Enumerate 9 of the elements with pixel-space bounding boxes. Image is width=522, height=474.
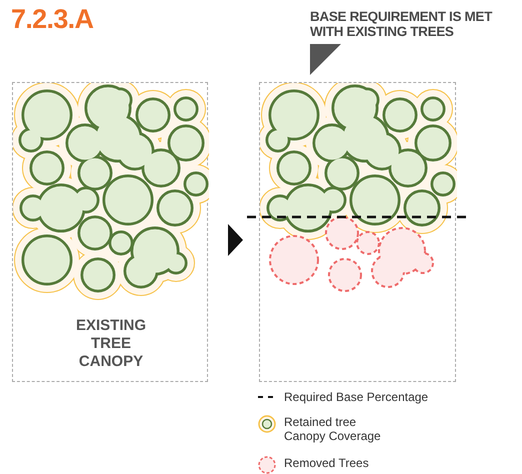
site-panel	[12, 82, 208, 382]
panel-caption: EXISTING TREE CANOPY	[74, 317, 147, 371]
legend-text: Required Base Percentage	[284, 390, 430, 404]
site-panel	[259, 82, 456, 382]
arrow	[228, 224, 243, 256]
callout-text: BASE REQUIREMENT IS MET WITH EXISTING TREES	[310, 9, 494, 39]
legend-text: Removed Trees	[284, 456, 370, 470]
legend-text: Retained tree Canopy Coverage	[284, 415, 382, 443]
figure-title: 7.2.3.A	[11, 6, 94, 33]
